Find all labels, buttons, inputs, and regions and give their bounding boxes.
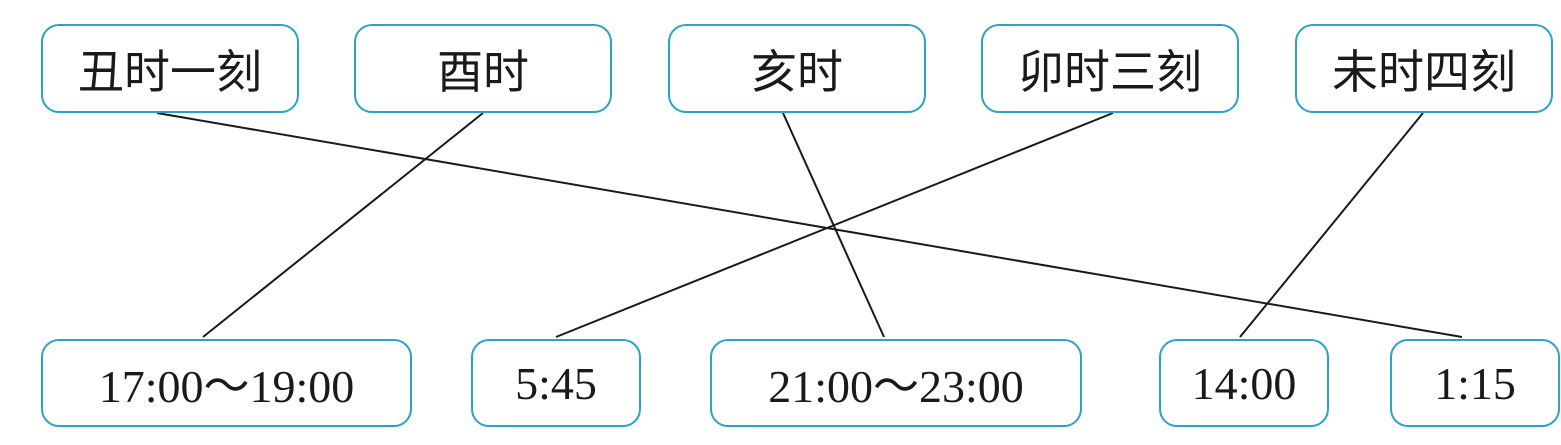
top-box-label: 丑时一刻 [78,44,262,99]
top-box-you-shi: 酉时 [354,24,612,113]
top-box-chou-shi-yi-ke: 丑时一刻 [41,24,299,113]
bottom-box-1-15: 1:15 [1390,339,1560,427]
top-box-label: 酉时 [437,44,529,99]
bottom-box-label: 1:15 [1434,357,1516,409]
top-box-label: 卯时三刻 [1018,44,1202,99]
top-box-wei-shi-si-ke: 未时四刻 [1295,24,1553,113]
top-box-label: 未时四刻 [1332,44,1516,99]
bottom-box-14-00: 14:00 [1159,339,1329,427]
connection-line [555,112,1114,338]
top-box-hai-shi: 亥时 [668,24,926,113]
top-box-mao-shi-san-ke: 卯时三刻 [981,24,1239,113]
bottom-box-label: 5:45 [515,357,597,409]
bottom-box-label: 17:00～19:00 [98,361,355,412]
bottom-box-label: 14:00 [1191,357,1297,409]
connection-line [1239,112,1424,338]
connection-line [156,112,1463,338]
connection-line [202,112,484,338]
bottom-box-label: 21:00～23:00 [768,361,1024,412]
bottom-box-5-45: 5:45 [471,339,641,427]
bottom-box-21-23: 21:00～23:00 [710,339,1082,427]
top-box-label: 亥时 [751,44,843,99]
bottom-box-17-19: 17:00～19:00 [41,339,412,427]
